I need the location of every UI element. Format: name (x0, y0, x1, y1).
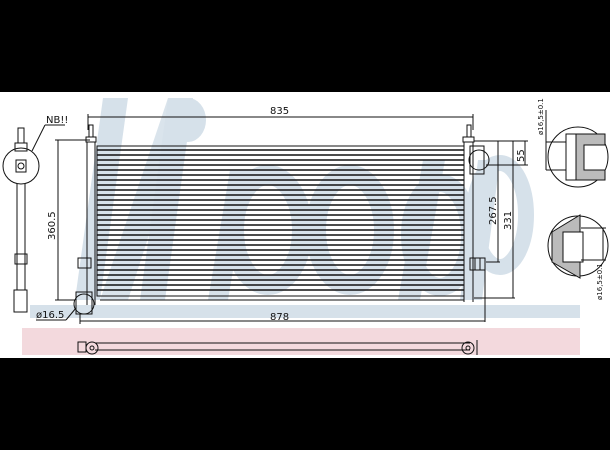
port-diameter-label: ø16.5 (36, 310, 64, 321)
height-right-outer-label: 331 (503, 211, 514, 230)
width-top-label: 835 (270, 106, 289, 117)
height-left-label: 360.5 (47, 211, 58, 240)
detail-view-bottom (547, 214, 609, 279)
width-bottom-label: 878 (270, 312, 289, 323)
watermark-logo (75, 98, 534, 300)
note-label: NB!! (46, 115, 68, 126)
bottom-view (77, 340, 478, 355)
height-right-inner-label: 267.5 (488, 196, 499, 225)
detail-view-top (545, 110, 609, 188)
watermark-band-blue (30, 305, 580, 318)
detail-bottom-diameter-label: ø16,5±0.1 (596, 263, 604, 300)
condenser-diagram: NB!! 360.5 ø16.5 835 (2, 98, 609, 355)
left-header-tank (73, 124, 97, 315)
watermark-band-pink (22, 328, 580, 355)
right-header-tank (462, 124, 490, 302)
drawing-canvas: NB!! 360.5 ø16.5 835 (0, 92, 610, 358)
port-offset-label: 55 (516, 149, 527, 162)
side-view-left (2, 124, 65, 313)
condenser-core (96, 145, 465, 301)
detail-top-diameter-label: ø16,5±0.1 (537, 98, 545, 135)
